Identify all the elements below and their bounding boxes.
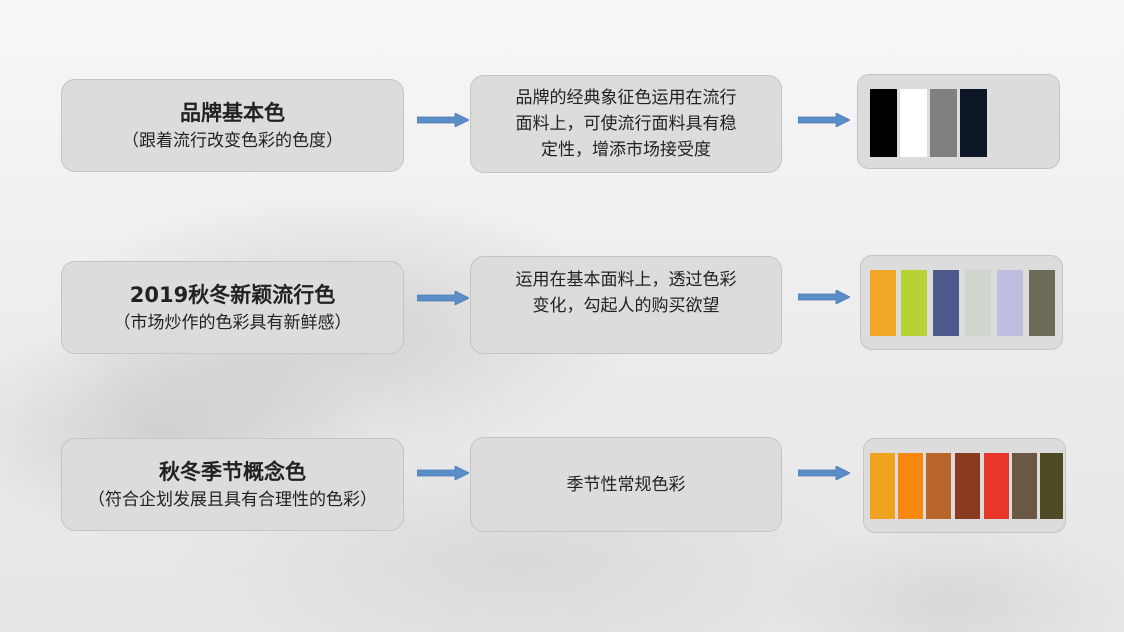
color-swatch xyxy=(1029,270,1055,336)
description-box-seasonal-concept: 季节性常规色彩 xyxy=(470,437,782,532)
color-swatch xyxy=(933,270,959,336)
description-box-trend-colors: 运用在基本面料上，透过色彩 变化，勾起人的购买欲望 xyxy=(470,256,782,354)
color-swatch xyxy=(900,89,927,157)
category-subtitle: （跟着流行改变色彩的色度） xyxy=(122,130,343,151)
description-text: 运用在基本面料上，透过色彩 变化，勾起人的购买欲望 xyxy=(515,270,737,316)
category-title: 秋冬季节概念色 xyxy=(159,459,306,484)
description-text: 季节性常规色彩 xyxy=(566,474,686,495)
color-swatch xyxy=(870,270,896,336)
arrow-right-icon xyxy=(798,466,850,480)
category-box-brand-basic: 品牌基本色 （跟着流行改变色彩的色度） xyxy=(61,79,404,172)
category-box-seasonal-concept: 秋冬季节概念色 （符合企划发展且具有合理性的色彩） xyxy=(61,438,404,531)
color-swatch xyxy=(955,453,980,519)
swatch-panel-brand-basic xyxy=(857,74,1060,169)
arrow-right-icon xyxy=(798,113,850,127)
color-swatch xyxy=(930,89,957,157)
swatch-panel-seasonal-concept xyxy=(863,438,1066,533)
arrow-right-icon xyxy=(798,290,850,304)
description-box-brand-basic: 品牌的经典象征色运用在流行 面料上，可使流行面料具有稳 定性，增添市场接受度 xyxy=(470,75,782,173)
color-swatch xyxy=(965,270,991,336)
color-swatch xyxy=(901,270,927,336)
category-title: 2019秋冬新颖流行色 xyxy=(129,282,336,307)
color-swatch xyxy=(960,89,987,157)
category-subtitle: （符合企划发展且具有合理性的色彩） xyxy=(88,489,377,510)
color-swatch xyxy=(898,453,923,519)
color-swatch xyxy=(870,89,897,157)
color-swatch xyxy=(984,453,1009,519)
color-swatch xyxy=(870,453,895,519)
color-swatch xyxy=(926,453,951,519)
color-swatch xyxy=(1012,453,1037,519)
arrow-right-icon xyxy=(417,466,469,480)
color-swatch xyxy=(997,270,1023,336)
category-box-trend-colors: 2019秋冬新颖流行色 （市场炒作的色彩具有新鲜感） xyxy=(61,261,404,354)
arrow-right-icon xyxy=(417,113,469,127)
color-swatch xyxy=(1040,453,1063,519)
swatch-panel-trend-colors xyxy=(860,255,1063,350)
description-text: 品牌的经典象征色运用在流行 面料上，可使流行面料具有稳 定性，增添市场接受度 xyxy=(515,88,737,160)
category-title: 品牌基本色 xyxy=(180,100,285,125)
category-subtitle: （市场炒作的色彩具有新鲜感） xyxy=(113,312,352,333)
arrow-right-icon xyxy=(417,291,469,305)
